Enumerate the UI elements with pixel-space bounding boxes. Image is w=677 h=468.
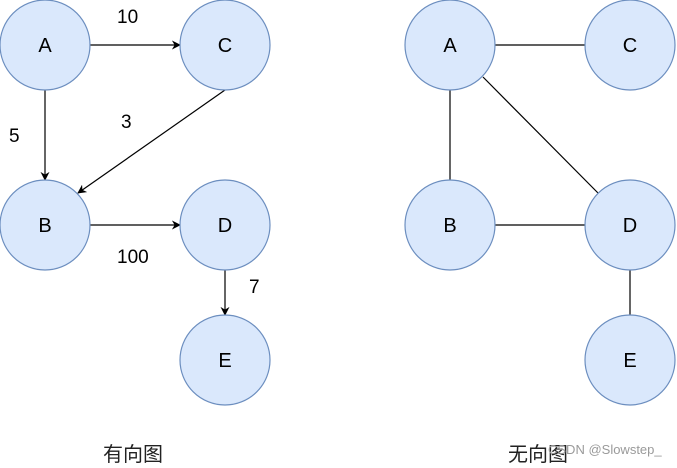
directed-node-e: E: [179, 314, 271, 406]
undirected-edges: [449, 44, 631, 315]
directed-node-d: D: [179, 179, 271, 271]
weight-label-d-e: 7: [249, 277, 260, 298]
weight-label-b-d: 100: [117, 247, 149, 268]
node-label: D: [623, 215, 637, 237]
directed-nodes: A C B D E: [0, 0, 271, 406]
undirected-node-b: B: [404, 179, 496, 271]
undirected-graph: A C B D E: [404, 0, 676, 406]
directed-edge-c-b: [77, 89, 226, 194]
node-label: D: [218, 215, 232, 237]
node-label: E: [623, 350, 636, 372]
directed-graph-caption: 有向图: [103, 442, 163, 466]
undirected-node-c: C: [584, 0, 676, 91]
directed-graph: 10 5 3 100 7 A C B D: [0, 0, 271, 406]
directed-edge-weights: 10 5 3 100 7: [9, 7, 260, 298]
node-label: C: [218, 35, 232, 57]
node-label: A: [38, 35, 52, 57]
weight-label-a-c: 10: [117, 7, 138, 28]
weight-label-c-b: 3: [121, 112, 132, 133]
node-label: B: [443, 215, 456, 237]
undirected-node-e: E: [584, 314, 676, 406]
node-label: A: [443, 35, 457, 57]
undirected-edge-a-d: [482, 76, 599, 194]
weight-label-a-b: 5: [9, 126, 20, 147]
undirected-node-d: D: [584, 179, 676, 271]
watermark: CSDN @Slowstep_: [548, 442, 662, 457]
undirected-graph-caption: 无向图: [508, 442, 568, 466]
undirected-nodes: A C B D E: [404, 0, 676, 406]
node-label: C: [623, 35, 637, 57]
node-label: B: [38, 215, 51, 237]
directed-node-b: B: [0, 179, 91, 271]
directed-node-c: C: [179, 0, 271, 91]
directed-edges: [40, 40, 230, 316]
undirected-node-a: A: [404, 0, 496, 91]
node-label: E: [218, 350, 231, 372]
directed-node-a: A: [0, 0, 91, 91]
